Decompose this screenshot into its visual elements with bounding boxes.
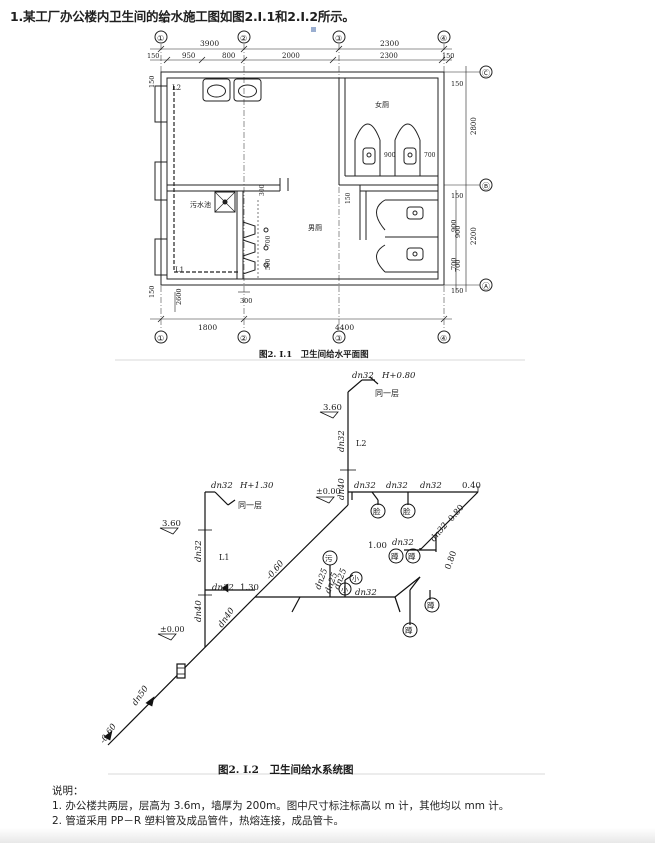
dim-text: 3900: [200, 39, 219, 48]
dim-text: 900: [454, 226, 462, 238]
dim-text: 2200: [470, 227, 478, 245]
dim-text: 950: [182, 52, 195, 60]
dim-text: 150: [451, 80, 463, 88]
elevation: 3.60: [323, 403, 342, 413]
dim-text: 900: [384, 152, 396, 159]
pipe-size: dn32: [420, 481, 442, 491]
room-men: 男厕: [308, 224, 322, 232]
fixture-urinal: 小: [341, 585, 348, 594]
pipe-label-l1: L1: [175, 266, 184, 274]
pipe-size: dn32: [352, 371, 374, 381]
elevation: H+0.80: [381, 371, 416, 381]
fixture-squat: 蹲: [427, 600, 435, 610]
fixture-squat: 蹲: [405, 625, 413, 635]
axis-1-top: ①: [157, 34, 164, 43]
axis-a: Ⓐ: [482, 282, 490, 291]
notes-section: 说明： 1. 办公楼共两层，层高为 3.6m，墙厚为 200m。图中尺寸标注标高…: [52, 784, 509, 829]
same-floor-note: 同一层: [238, 501, 262, 510]
fixture-squat: 蹲: [408, 551, 416, 561]
dim-text: 2600: [175, 288, 183, 305]
pipe-size: dn32: [386, 481, 408, 491]
pipe-size: dn32: [355, 588, 377, 598]
elevation: H+1.30: [239, 481, 274, 491]
dim-text: 700: [424, 152, 436, 159]
fixture-washbasin: 脸: [403, 506, 411, 516]
fixture-squat: 蹲: [391, 551, 399, 561]
system-caption: 图2. Ⅰ.2 卫生间给水系统图: [218, 763, 354, 776]
dim-text: 150: [451, 192, 463, 200]
axis-3-bottom: ③: [335, 334, 342, 343]
elevation: 1.00: [368, 541, 387, 551]
dim-text: 1800: [198, 323, 217, 332]
dim-text: 300: [259, 184, 266, 196]
room-mop-sink: 污水池: [190, 200, 211, 209]
dim-text: 2300: [380, 52, 398, 60]
pipe-size: dn32: [392, 538, 414, 548]
note-item-2: 2. 管道采用 PP－R 塑料管及成品管件，热熔连接，成品管卡。: [52, 815, 344, 827]
riser-l2: L2: [356, 439, 366, 448]
room-women: 女厕: [375, 100, 389, 109]
dim-text: 150: [345, 192, 352, 204]
dim-text: 700: [454, 260, 462, 272]
axis-4-bottom: ④: [440, 334, 447, 343]
axis-3-top: ③: [335, 34, 342, 43]
pipe-size: dn32: [337, 430, 347, 452]
plan-caption: 图2. Ⅰ.1 卫生间给水平面图: [259, 349, 369, 360]
dim-text: 2800: [470, 117, 478, 135]
elevation: -0.60: [265, 558, 287, 582]
axis-c: Ⓒ: [482, 69, 490, 78]
dim-text: 700: [265, 235, 272, 247]
dim-text: 150: [148, 286, 156, 298]
elevation: 0.80: [443, 550, 459, 571]
elevation: -0.60: [98, 722, 119, 746]
pipe-label-l2: L2: [172, 84, 181, 92]
floor-plan: [115, 30, 525, 361]
isometric-system: [103, 376, 545, 775]
same-floor-note: 同一层: [375, 389, 399, 398]
axis-2-top: ②: [240, 34, 247, 43]
question-heading: 1.某工厂办公楼内卫生间的给水施工图如图2.I.1和2.I.2所示。: [10, 9, 355, 24]
dim-text: 150: [451, 287, 463, 295]
pipe-size: dn32: [212, 583, 234, 593]
fixture-urinal: 小: [352, 574, 359, 583]
pipe-size: dn32: [194, 540, 204, 562]
elevation: ±0.00: [316, 487, 341, 496]
fixture-mop-sink: 污: [325, 554, 333, 563]
elevation: 1.30: [240, 583, 259, 593]
riser-l1: L1: [219, 553, 229, 562]
note-item-1: 1. 办公楼共两层，层高为 3.6m，墙厚为 200m。图中尺寸标注标高以 m …: [52, 800, 510, 812]
elevation: 0.40: [462, 481, 481, 491]
axis-b: Ⓑ: [482, 182, 490, 191]
notes-title: 说明：: [52, 785, 84, 797]
dim-text: 150: [147, 52, 159, 60]
pipe-size: dn40: [194, 600, 204, 622]
elevation: 3.60: [162, 519, 181, 529]
dim-text: 700: [450, 258, 458, 270]
axis-2-bottom: ②: [240, 334, 247, 343]
axis-label: ①: [160, 16, 167, 25]
pipe-size: dn32: [429, 521, 451, 544]
pipe-size: dn32: [211, 481, 233, 491]
dim-text: 800: [222, 52, 235, 60]
dim-text: 900: [450, 220, 458, 232]
dim-text: 500: [265, 258, 272, 270]
dim-text: 2000: [282, 52, 300, 60]
anchor-marker: [311, 27, 316, 32]
dim-text: 2300: [380, 39, 399, 48]
elevation: ±0.00: [160, 625, 185, 634]
pipe-size: dn40: [337, 478, 347, 500]
axis-4-top: ④: [440, 34, 447, 43]
axis-1-bottom: ①: [157, 334, 164, 343]
dim-text: 300: [240, 297, 252, 305]
pipe-size: dn32: [354, 481, 376, 491]
page-bottom-fade: [0, 828, 655, 843]
dim-text: 4400: [335, 323, 354, 332]
fixture-washbasin: 脸: [373, 506, 381, 516]
dim-text: 150: [442, 52, 454, 60]
dim-text: 150: [148, 76, 156, 88]
